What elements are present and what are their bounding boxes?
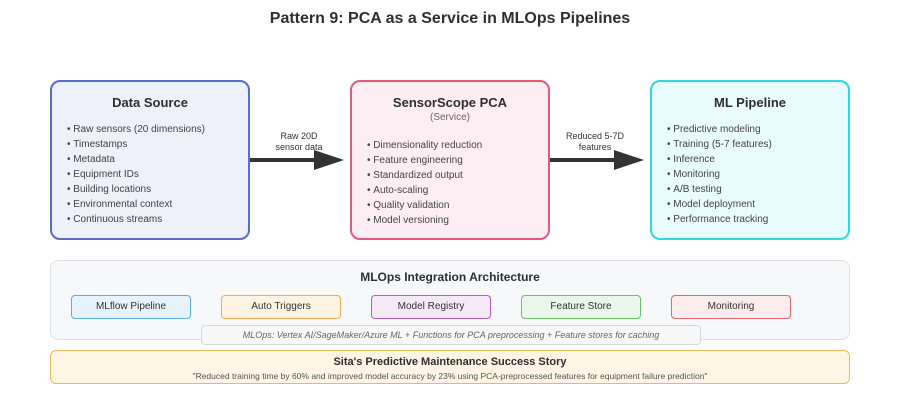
- list-item: Dimensionality reduction: [367, 138, 482, 153]
- ml-pipeline-box: ML Pipeline Predictive modeling Training…: [650, 80, 850, 240]
- pca-service-box: SensorScope PCA (Service) Dimensionality…: [350, 80, 550, 240]
- data-source-box: Data Source Raw sensors (20 dimensions) …: [50, 80, 250, 240]
- ml-pipeline-list: Predictive modeling Training (5-7 featur…: [667, 122, 772, 227]
- success-story-banner: Sita's Predictive Maintenance Success St…: [50, 350, 850, 384]
- success-story-title: Sita's Predictive Maintenance Success St…: [333, 356, 567, 368]
- list-item: Feature engineering: [367, 153, 482, 168]
- arrow-source-to-pca: [250, 150, 344, 170]
- list-item: Building locations: [67, 182, 205, 197]
- chip-model-registry: Model Registry: [371, 295, 491, 319]
- diagram-title: Pattern 9: PCA as a Service in MLOps Pip…: [269, 10, 631, 27]
- success-story-quote: "Reduced training time by 60% and improv…: [192, 371, 708, 381]
- list-item: Equipment IDs: [67, 167, 205, 182]
- list-item: Performance tracking: [667, 212, 772, 227]
- chip-auto-triggers: Auto Triggers: [221, 295, 341, 319]
- list-item: Predictive modeling: [667, 122, 772, 137]
- mlops-architecture-panel: MLOps Integration Architecture MLflow Pi…: [50, 260, 850, 345]
- pca-service-title: SensorScope PCA: [392, 95, 508, 110]
- list-item: Model versioning: [367, 213, 482, 228]
- data-source-list: Raw sensors (20 dimensions) Timestamps M…: [67, 122, 205, 227]
- mlops-note: MLOps: Vertex AI/SageMaker/Azure ML + Fu…: [201, 325, 701, 345]
- arrow-label-line: sensor data: [275, 142, 323, 152]
- ml-pipeline-title: ML Pipeline: [714, 95, 786, 110]
- arrow-label-line: Raw 20D: [280, 131, 318, 141]
- pca-service-list: Dimensionality reduction Feature enginee…: [367, 138, 482, 228]
- arrow-label-line: Reduced 5-7D: [565, 131, 625, 141]
- list-item: Auto-scaling: [367, 183, 482, 198]
- list-item: Standardized output: [367, 168, 482, 183]
- list-item: Monitoring: [667, 167, 772, 182]
- list-item: Inference: [667, 152, 772, 167]
- list-item: Continuous streams: [67, 212, 205, 227]
- data-source-title: Data Source: [112, 95, 188, 110]
- list-item: Raw sensors (20 dimensions): [67, 122, 205, 137]
- list-item: Quality validation: [367, 198, 482, 213]
- arrow-pca-to-ml: [550, 150, 644, 170]
- arrow-label-line: features: [578, 142, 612, 152]
- pca-service-subtitle: (Service): [429, 112, 470, 123]
- list-item: Metadata: [67, 152, 205, 167]
- list-item: Environmental context: [67, 197, 205, 212]
- list-item: Training (5-7 features): [667, 137, 772, 152]
- list-item: Model deployment: [667, 197, 772, 212]
- arrow-label-raw-data: Raw 20D sensor data: [254, 131, 344, 153]
- chip-monitoring: Monitoring: [671, 295, 791, 319]
- mlops-panel-title: MLOps Integration Architecture: [360, 270, 540, 284]
- chip-mlflow-pipeline: MLflow Pipeline: [71, 295, 191, 319]
- chip-feature-store: Feature Store: [521, 295, 641, 319]
- list-item: A/B testing: [667, 182, 772, 197]
- list-item: Timestamps: [67, 137, 205, 152]
- arrow-label-reduced-features: Reduced 5-7D features: [550, 131, 640, 153]
